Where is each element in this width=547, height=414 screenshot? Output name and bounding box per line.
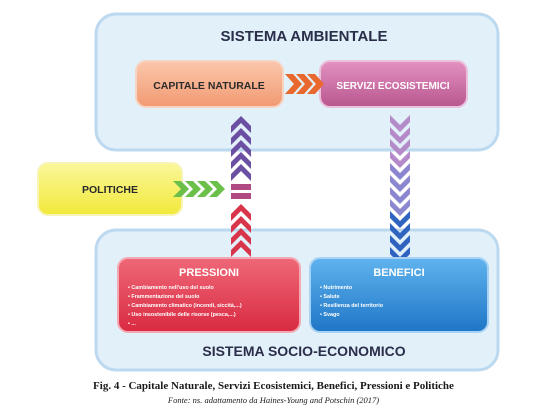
socio-economic-system-title: SISTEMA SOCIO-ECONOMICO bbox=[202, 343, 405, 359]
natural-capital-box bbox=[135, 60, 284, 108]
pressures-item: • Frammentazione del suolo bbox=[128, 294, 200, 300]
services-to-benefits-arrow bbox=[390, 115, 410, 264]
pressures-item: • ... bbox=[128, 321, 136, 327]
pressures-list: • Cambiamento nell'uso del suolo • Framm… bbox=[128, 285, 242, 327]
pressures-item: • Uso insostenibile delle risorse (pesca… bbox=[128, 312, 236, 318]
ecosystem-services-label: SERVIZI ECOSISTEMICI bbox=[336, 81, 449, 92]
benefits-title: BENEFICI bbox=[373, 267, 424, 279]
pressures-title: PRESSIONI bbox=[179, 267, 239, 279]
policies-label: POLITICHE bbox=[82, 184, 138, 196]
benefits-list: • Nutrimento • Salute • Resilienza del t… bbox=[320, 285, 384, 318]
figure-caption: Fig. 4 - Capitale Naturale, Servizi Ecos… bbox=[93, 380, 454, 392]
natural-capital-label: CAPITALE NATURALE bbox=[153, 80, 265, 92]
pressures-item: • Cambiamento climatico (incendi, siccit… bbox=[128, 303, 242, 309]
environment-system-title: SISTEMA AMBIENTALE bbox=[221, 28, 388, 45]
pressures-item: • Cambiamento nell'uso del suolo bbox=[128, 285, 215, 291]
pressures-to-capital-arrow bbox=[231, 116, 251, 257]
benefits-item: • Resilienza del territorio bbox=[320, 303, 384, 309]
benefits-item: • Salute bbox=[320, 294, 340, 300]
figure-source: Fonte: ns. adattamento da Haines-Young a… bbox=[167, 395, 380, 405]
capital-to-services-arrow bbox=[285, 74, 324, 94]
benefits-item: • Svago bbox=[320, 312, 340, 318]
benefits-box bbox=[309, 257, 489, 333]
pressures-box bbox=[117, 257, 301, 333]
benefits-item: • Nutrimento bbox=[320, 285, 353, 291]
policies-arrow bbox=[173, 181, 225, 197]
